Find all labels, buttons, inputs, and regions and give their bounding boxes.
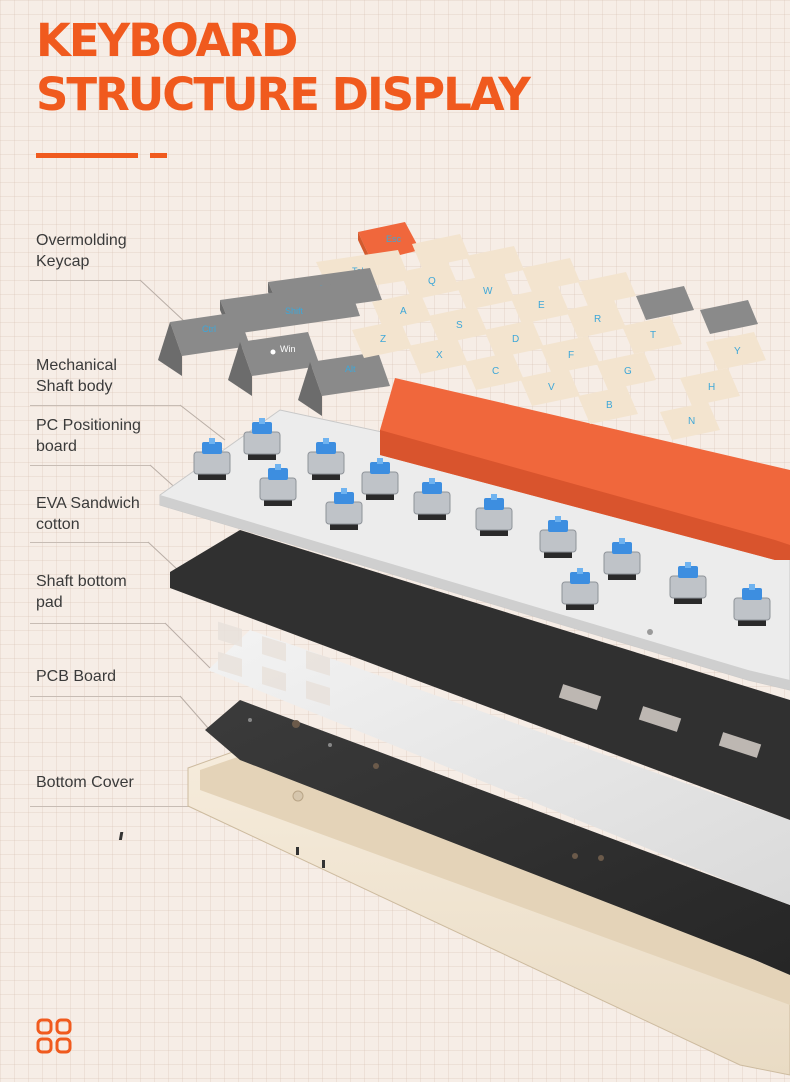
keycap-b: B [578,386,638,424]
keycap-q: Q [400,262,460,300]
keycap-n: N [660,402,720,440]
keycap-a: A [372,292,432,330]
legend-t: T [650,330,656,341]
switch [307,438,345,480]
divider [30,806,190,807]
legend-z: Z [380,334,386,345]
leader-eva [147,541,179,571]
brand-logo-icon [36,1018,72,1054]
switch [603,538,641,580]
legend-n: N [688,416,695,427]
keycap-y: Y [706,332,766,370]
legend-y: Y [734,346,741,357]
keycap-z: Z [352,320,412,358]
eva-sandwich-foam [170,530,790,820]
switch [361,458,399,500]
keycap-t: T [622,316,682,354]
switch [243,418,281,460]
legend-r: R [594,314,601,325]
title-underline-long [36,153,138,158]
page-title-line2: STRUCTURE DISPLAY [36,68,531,121]
shift-legend: Shift [285,306,304,316]
switch [561,568,599,610]
win-legend: Win [280,344,296,354]
keycap-d: D [484,320,544,358]
legend-s: S [456,320,463,331]
legend-a: A [400,306,407,317]
letter-keycaps: Q W E R T Y A S D F G H Z X C V B N [352,234,766,440]
switch [325,488,363,530]
divider [30,542,148,543]
divider [30,696,180,697]
leader-pcb [179,695,209,729]
divider [30,465,150,466]
keycap-v: V [520,368,580,406]
label-shaft-bottom-pad: Shaft bottom pad [36,573,127,611]
legend-c: C [492,366,499,377]
label-bottom-cover: Bottom Cover [36,774,134,791]
keycap-s: S [428,306,488,344]
divider [30,623,165,624]
keycap-c: C [464,352,524,390]
legend-f: F [568,350,574,361]
label-overmolding-keycap: Overmolding Keycap [36,232,127,270]
divider [30,280,140,281]
switch [259,464,297,506]
switch [413,478,451,520]
label-pc-positioning-board: PC Positioning board [36,417,141,455]
win-keycap: Win [228,332,320,396]
keycap-layer [380,378,790,560]
ctrl-keycap: Ctrl [158,312,250,376]
esc-legend: Esc [386,234,402,244]
leader-shaft [179,404,226,441]
label-mechanical-shaft-body: Mechanical Shaft body [36,357,117,395]
legend-e: E [538,300,545,311]
legend-v: V [548,382,555,393]
switch [193,438,231,480]
switch [475,494,513,536]
legend-b: B [606,400,613,411]
legend-x: X [436,350,443,361]
keycap-e: E [510,286,570,324]
legend-w: W [483,286,493,297]
keycap-x: X [408,336,468,374]
spacebar-keycap [380,378,790,560]
page-title-line1: KEYBOARD [36,14,298,67]
legend-h: H [708,382,715,393]
pcb-board [205,700,790,975]
alt-keycap: Alt [298,352,390,416]
label-eva-sandwich-cotton: EVA Sandwich cotton [36,495,140,533]
keycap-h: H [680,368,740,406]
leader-keycap [139,279,186,323]
alt-legend: Alt [345,364,356,374]
shaft-bottom-pad [208,630,790,905]
switch [669,562,707,604]
keycap-f: F [540,336,600,374]
divider [30,405,180,406]
legend-d: D [512,334,519,345]
switch [539,516,577,558]
legend-g: G [624,366,632,377]
title-underline-short [150,153,167,158]
legend-q: Q [428,276,436,287]
switch [733,584,771,626]
label-pcb-board: PCB Board [36,668,117,685]
keycap-r: R [566,300,626,338]
keycap-g: G [596,352,656,390]
ctrl-legend: Ctrl [202,324,216,334]
modifier-keycaps: Esc Tab Caps Shift Ctrl Win [158,222,420,416]
leader-pad [164,622,211,669]
keycap-w: W [455,272,515,310]
mechanical-switches [193,418,771,626]
page-title: KEYBOARD STRUCTURE DISPLAY [36,14,531,122]
